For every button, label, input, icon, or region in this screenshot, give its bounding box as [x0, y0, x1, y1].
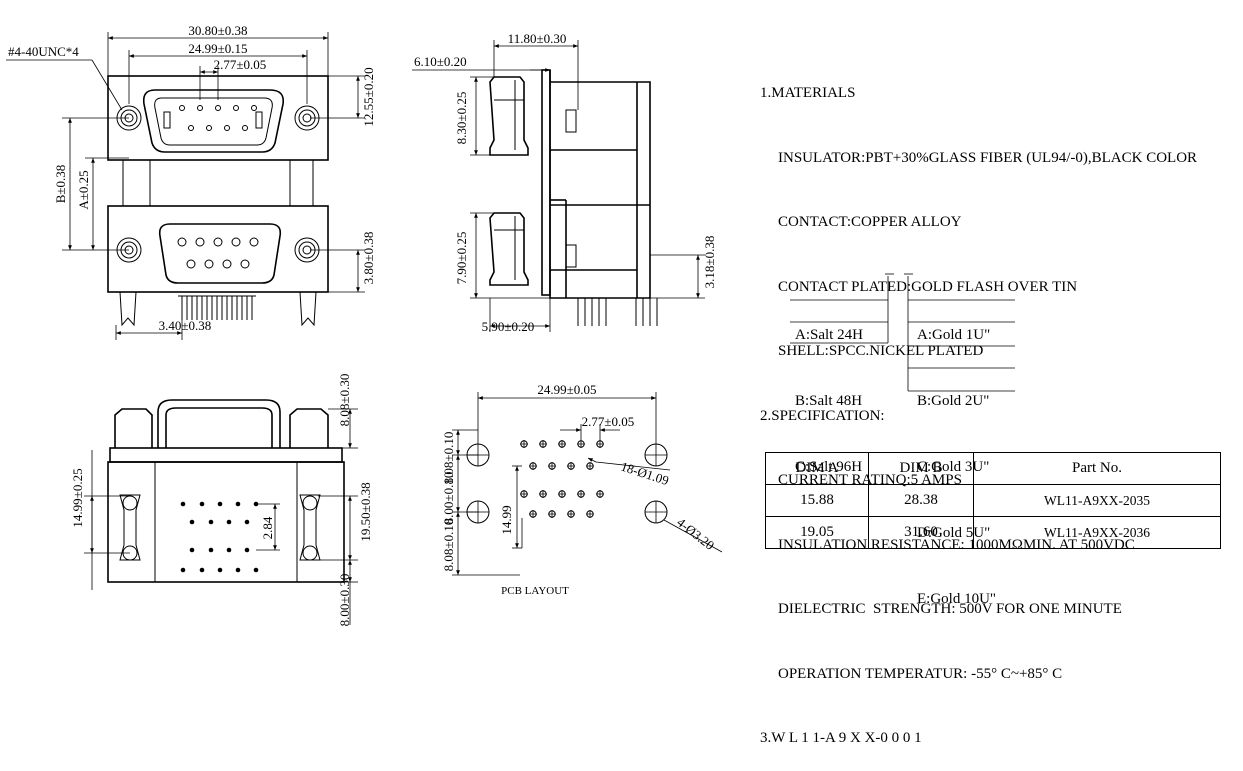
thread-note: #4-40UNC*4 [8, 44, 79, 59]
pcb-layout-caption: PCB LAYOUT [501, 585, 569, 597]
pcb-layout-view: 24.99±0.05 2.77±0.05 8.08±0.10 8.00±0.10… [441, 382, 723, 597]
note-shell: SHELL:SPCC.NICKEL PLATED [778, 343, 984, 359]
dim-bottom-gap: 8.00±0.30 [337, 574, 352, 627]
cell-part-no: WL11-A9XX-2035 [973, 484, 1221, 517]
header-dim-a: DIM A [765, 452, 869, 485]
cell-part-no: WL11-A9XX-2036 [973, 516, 1221, 549]
pcb-dim-top: 8.08±0.10 [441, 432, 456, 485]
materials-heading: 1.MATERIALS [760, 85, 856, 101]
header-dim-b: DIM B [868, 452, 974, 485]
header-part-no: Part No. [973, 452, 1221, 485]
upper-pin-row [179, 105, 257, 131]
pcb-mount-hole-note: 4-Ø3.20 [674, 515, 717, 553]
note-contact: CONTACT:COPPER ALLOY [778, 214, 962, 230]
spec-heading: 2.SPECIFICATION: [760, 407, 885, 424]
dim-pin-pitch: 2.77±0.05 [214, 57, 267, 72]
gold-option: A:Gold 1U" [917, 327, 991, 343]
cell-dim-b: 28.38 [868, 484, 974, 517]
dim-height-left: 14.99±0.25 [70, 468, 85, 527]
front-view-stacked: 30.80±0.38 24.99±0.15 2.77±0.05 #4-40UNC… [6, 23, 376, 340]
dim-flange: 6.10±0.20 [414, 54, 467, 69]
dim-height-right: 19.50±0.38 [358, 482, 373, 541]
parts-table: DIM A DIM B Part No. 15.88 28.38 WL11-A9… [765, 452, 1221, 549]
pcb-dim-low: 8.08±0.10 [441, 519, 456, 572]
dim-b: B±0.38 [53, 165, 68, 204]
cell-dim-a: 19.05 [765, 516, 869, 549]
pcb-upper-holes [520, 440, 604, 518]
pcb-dim-rows: 14.99 [499, 505, 514, 534]
dim-top-width: 11.80±0.30 [508, 31, 567, 46]
note-contact-plated: CONTACT PLATED:GOLD FLASH OVER TIN [778, 278, 1078, 295]
dim-row-pitch: 2.84 [260, 516, 275, 539]
table-row: 19.05 31.60 WL11-A9XX-2036 [765, 516, 1221, 549]
bottom-view: 14.99±0.25 19.50±0.38 2.84 8.00±0.30 8.0… [70, 374, 373, 627]
dim-hole-spacing: 24.99±0.15 [188, 41, 247, 56]
dim-lower: 7.90±0.25 [454, 232, 469, 285]
dim-pin-offset: 3.40±0.38 [159, 318, 212, 333]
dim-top-height: 12.55±0.20 [361, 67, 376, 126]
pcb-dim-pin-pitch: 2.77±0.05 [582, 414, 635, 429]
note-operation: OPERATION TEMPERATUR: -55° C~+85° C [778, 665, 1063, 682]
bottom-view-pins [180, 501, 259, 573]
part-code: 3.W L 1 1-A 9 X X-0 0 0 1 [760, 730, 922, 746]
dim-top-gap-label: 8.08±0.30 [337, 374, 352, 427]
dim-foot: 3.18±0.38 [702, 236, 717, 289]
table-row: 15.88 28.38 WL11-A9XX-2035 [765, 484, 1221, 517]
pcb-dim-hole-spacing: 24.99±0.05 [537, 382, 596, 397]
dim-a: A±0.25 [76, 170, 91, 209]
cell-dim-a: 15.88 [765, 484, 869, 517]
engineering-drawing: 30.80±0.38 24.99±0.15 2.77±0.05 #4-40UNC… [6, 23, 1015, 627]
gold-option: B:Gold 2U" [917, 393, 990, 409]
dim-bottom-height: 3.80±0.38 [361, 232, 376, 285]
cell-dim-b: 31.60 [868, 516, 974, 549]
salt-option: B:Salt 48H [795, 393, 863, 409]
option-brackets [790, 273, 1015, 392]
note-insulator: INSULATOR:PBT+30%GLASS FIBER (UL94/-0),B… [778, 149, 1198, 166]
dim-bottom: 5.90±0.20 [482, 319, 535, 334]
table-header-row: DIM A DIM B Part No. [765, 452, 1221, 485]
gold-option: E:Gold 10U" [917, 591, 997, 607]
dim-overall-width: 30.80±0.38 [188, 23, 247, 38]
pcb-dim-mid: 8.00±0.10 [441, 472, 456, 525]
note-dielectric: DIELECTRIC STRENGTH: 500V FOR ONE MINUTE [778, 601, 1122, 617]
dim-upper: 8.30±0.25 [454, 92, 469, 145]
side-view: 11.80±0.30 6.10±0.20 8.30±0.25 7.90±0.25… [412, 31, 717, 334]
lower-socket-row [177, 237, 259, 269]
salt-option: A:Salt 24H [795, 327, 863, 343]
